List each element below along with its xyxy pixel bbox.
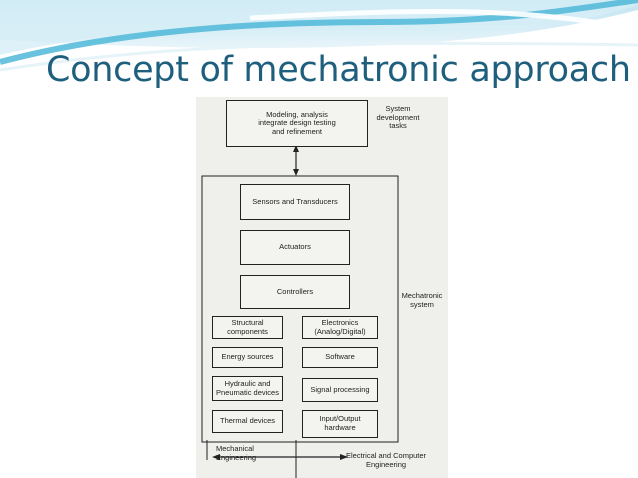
system-development-label: System development tasks (376, 104, 420, 131)
input-output-box: Input/Output hardware (302, 410, 378, 438)
mechanical-engineering-label: Mechanical Engineering (216, 444, 257, 462)
mechatronic-system-label: Mechatronic system (401, 291, 443, 309)
structural-components-box: Structural components (212, 316, 283, 339)
electronics-box: Electronics (Analog/Digital) (302, 316, 378, 339)
signal-processing-box: Signal processing (302, 378, 378, 402)
thermal-devices-box: Thermal devices (212, 410, 283, 433)
actuators-box: Actuators (240, 230, 350, 265)
modeling-analysis-box: Modeling, analysis integrate design test… (226, 100, 368, 147)
header-wave-banner (0, 0, 638, 90)
controllers-box: Controllers (240, 275, 350, 309)
sensors-box: Sensors and Transducers (240, 184, 350, 220)
electrical-computer-engineering-label: Electrical and Computer Engineering (346, 451, 427, 469)
slide-title: Concept of mechatronic approach (46, 50, 631, 90)
hydraulic-pneumatic-box: Hydraulic and Pneumatic devices (212, 376, 283, 401)
energy-sources-box: Energy sources (212, 347, 283, 368)
software-box: Software (302, 347, 378, 368)
